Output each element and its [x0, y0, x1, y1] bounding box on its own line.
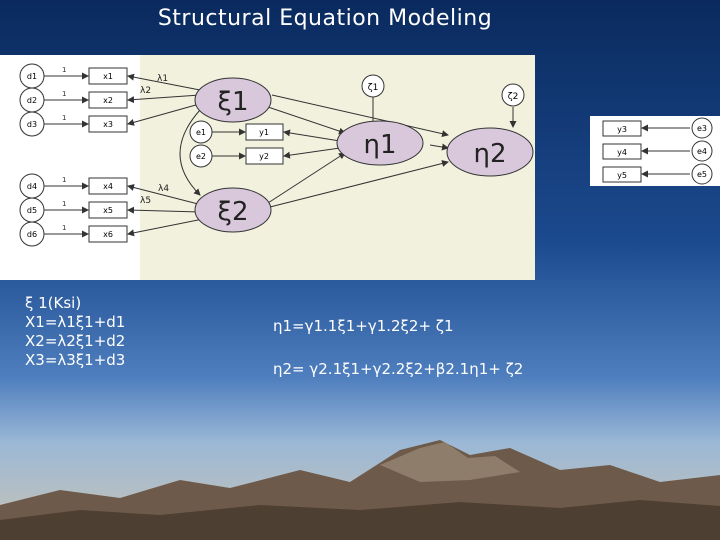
- latent-eta2: η2: [447, 128, 533, 176]
- exogenous-error-d5: d5: [20, 198, 44, 222]
- svg-text:ζ2: ζ2: [508, 92, 519, 102]
- svg-text:x5: x5: [103, 206, 113, 215]
- latent-ksi1: ξ1: [195, 78, 271, 122]
- endogenous-error-e1: e1: [190, 121, 212, 143]
- error-label: d2: [27, 96, 37, 105]
- svg-text:λ1: λ1: [157, 74, 168, 84]
- svg-text:e1: e1: [196, 128, 206, 137]
- indicator-y1: y1: [246, 124, 283, 140]
- indicator-y5: y5: [603, 167, 641, 182]
- exogenous-error-d4: d4: [20, 174, 44, 198]
- error-label: d5: [27, 206, 37, 215]
- error-label: d6: [27, 230, 37, 239]
- sem-path-diagram: d1 d2 d3 d4 d5 d6: [0, 55, 535, 280]
- indicator-y3: y3: [603, 121, 641, 136]
- svg-text:λ4: λ4: [158, 184, 169, 194]
- svg-text:y1: y1: [259, 128, 269, 137]
- svg-text:x4: x4: [103, 182, 113, 191]
- svg-text:e2: e2: [196, 152, 206, 161]
- disturbance-zeta1: ζ1: [362, 75, 384, 97]
- endogenous-error-e4: e4: [692, 141, 712, 161]
- indicator-x3: x3: [89, 116, 127, 132]
- svg-text:1: 1: [62, 90, 66, 98]
- svg-text:x1: x1: [103, 72, 113, 81]
- equation-eta1: η1=γ1.1ξ1+γ1.2ξ2+ ζ1: [273, 317, 454, 336]
- svg-text:ξ2: ξ2: [217, 197, 248, 227]
- svg-text:y4: y4: [617, 148, 627, 157]
- svg-text:η2: η2: [473, 139, 506, 169]
- svg-text:1: 1: [62, 200, 66, 208]
- svg-text:e3: e3: [697, 124, 707, 133]
- svg-text:x3: x3: [103, 120, 113, 129]
- endogenous-error-e3: e3: [692, 118, 712, 138]
- svg-text:ξ1: ξ1: [217, 87, 248, 117]
- equation-x2: X2=λ2ξ1+d2: [25, 332, 125, 351]
- mountain-landscape-image: [0, 410, 720, 540]
- svg-text:1: 1: [62, 114, 66, 122]
- exogenous-error-d3: d3: [20, 112, 44, 136]
- latent-ksi2: ξ2: [195, 188, 271, 232]
- svg-text:y3: y3: [617, 125, 627, 134]
- equation-x3: X3=λ3ξ1+d3: [25, 351, 125, 370]
- exogenous-error-d2: d2: [20, 88, 44, 112]
- svg-text:y5: y5: [617, 171, 627, 180]
- svg-text:x2: x2: [103, 96, 113, 105]
- exogenous-error-d1: d1: [20, 64, 44, 88]
- equation-x1: X1=λ1ξ1+d1: [25, 313, 125, 332]
- svg-text:e5: e5: [697, 170, 707, 179]
- endogenous-error-e5: e5: [692, 164, 712, 184]
- svg-text:η1: η1: [363, 130, 396, 160]
- latent-eta1: η1: [337, 121, 423, 165]
- disturbance-zeta2: ζ2: [502, 84, 524, 106]
- indicator-x6: x6: [89, 226, 127, 242]
- indicator-x4: x4: [89, 178, 127, 194]
- svg-text:y2: y2: [259, 152, 269, 161]
- exogenous-error-d6: d6: [20, 222, 44, 246]
- error-label: d3: [27, 120, 37, 129]
- svg-text:λ5: λ5: [140, 196, 151, 206]
- indicator-y2: y2: [246, 148, 283, 164]
- slide-title: Structural Equation Modeling: [0, 6, 650, 31]
- indicator-x5: x5: [89, 202, 127, 218]
- eta2-indicator-panel: y3 y4 y5 e3 e4 e5: [590, 116, 720, 186]
- error-label: d4: [27, 182, 37, 191]
- indicator-x1: x1: [89, 68, 127, 84]
- svg-text:1: 1: [62, 66, 66, 74]
- svg-text:λ2: λ2: [140, 86, 151, 96]
- endogenous-error-e2: e2: [190, 145, 212, 167]
- svg-text:ζ1: ζ1: [368, 83, 379, 93]
- indicator-y4: y4: [603, 144, 641, 159]
- indicator-x2: x2: [89, 92, 127, 108]
- svg-text:e4: e4: [697, 147, 707, 156]
- error-label: d1: [27, 72, 37, 81]
- equation-eta2: η2= γ2.1ξ1+γ2.2ξ2+β2.1η1+ ζ2: [273, 360, 523, 379]
- svg-text:x6: x6: [103, 230, 113, 239]
- svg-text:1: 1: [62, 176, 66, 184]
- measurement-equations: ξ 1(Ksi) X1=λ1ξ1+d1 X2=λ2ξ1+d2 X3=λ3ξ1+d…: [25, 294, 125, 370]
- svg-text:1: 1: [62, 224, 66, 232]
- ksi-label: ξ 1(Ksi): [25, 294, 125, 313]
